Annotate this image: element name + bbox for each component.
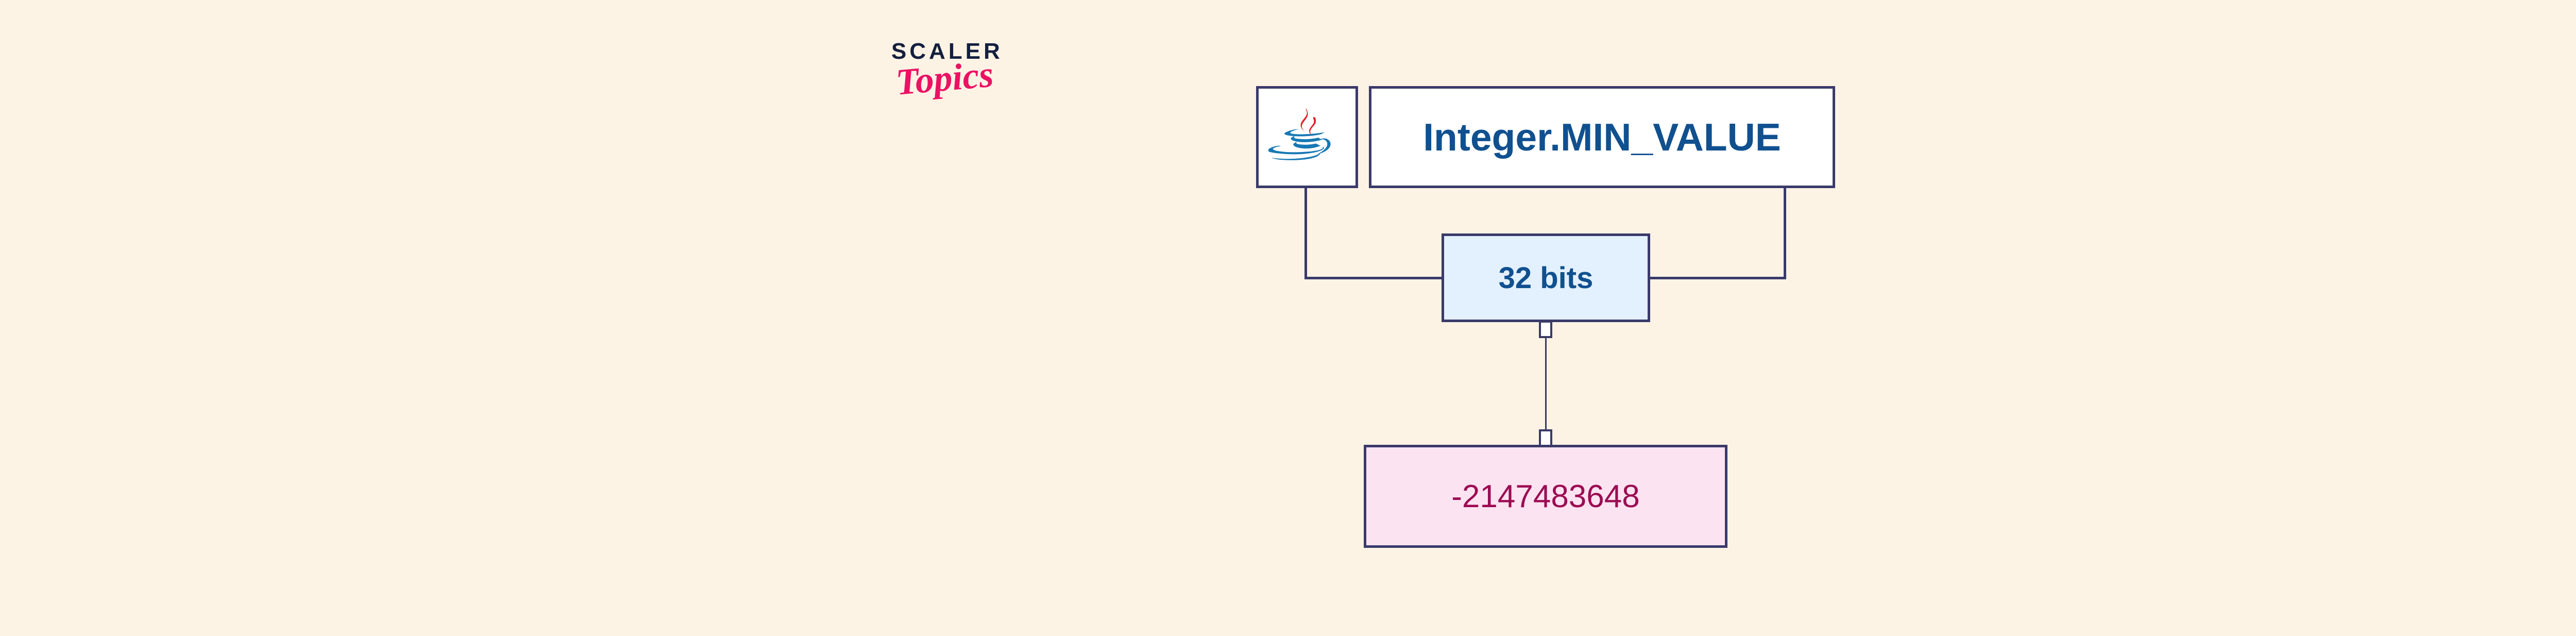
node-integer-min-value-label: Integer.MIN_VALUE [1423,115,1781,159]
connector-java-to-bits-vertical [1304,188,1307,279]
connector-java-to-bits-horizontal [1304,277,1444,279]
connector-handle-bottom [1539,429,1552,447]
node-32-bits: 32 bits [1442,233,1650,322]
java-logo-icon [1268,98,1346,176]
scaler-topics-logo: SCALER Topics [891,40,1025,125]
node-min-value-result: -2147483648 [1364,445,1727,548]
connector-bits-to-result [1545,322,1547,446]
connector-minvalue-to-bits-horizontal [1648,277,1786,279]
node-integer-min-value: Integer.MIN_VALUE [1369,86,1835,188]
node-min-value-result-label: -2147483648 [1451,478,1640,514]
connector-handle-top [1539,321,1552,338]
logo-brand-text: SCALER [891,39,1003,64]
connector-minvalue-to-bits-vertical [1784,188,1786,279]
node-32-bits-label: 32 bits [1498,261,1594,295]
node-java-logo [1256,86,1358,188]
